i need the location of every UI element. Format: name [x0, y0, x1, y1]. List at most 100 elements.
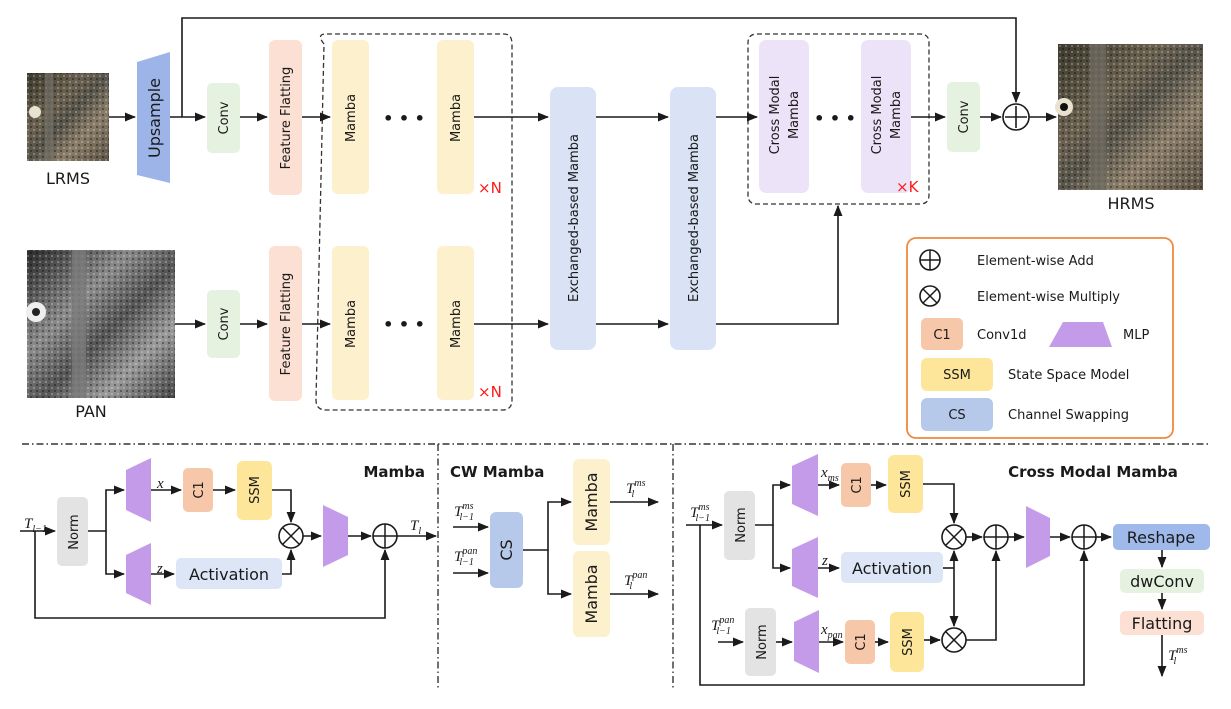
flatting-label: Flatting: [1132, 614, 1193, 633]
reshape-block: [1113, 524, 1210, 550]
mamba-label-ms-1: Mamba: [344, 94, 359, 142]
feature-flatting-label-ms: Feature Flatting: [279, 67, 294, 170]
cross-modal-label-1a: Cross Modal: [768, 76, 783, 155]
activation-label: Activation: [189, 565, 269, 584]
mamba-input-label: Tl−1: [24, 516, 47, 535]
cw-mamba-wires: [453, 497, 660, 599]
mamba-label-pan-1: Mamba: [344, 300, 359, 348]
exchanged-mamba-block-2: [670, 87, 716, 350]
cm-activation: [841, 552, 943, 583]
ssm-label: SSM: [248, 476, 263, 504]
mamba-stack-group: [315, 33, 513, 411]
mlp-icon-x: [126, 458, 151, 522]
exchanged-mamba-label-2: Exchanged-based Mamba: [687, 134, 702, 302]
mlp-icon-z: [126, 543, 151, 605]
feature-flatting-label-pan: Feature Flatting: [279, 273, 294, 376]
conv-block-out: [947, 82, 980, 152]
cm-mlp-icon-out: [1026, 506, 1050, 568]
conv-block-pan: [207, 290, 240, 358]
mamba-label-ms-n: Mamba: [449, 94, 464, 142]
cm-ssm-pan: [890, 612, 924, 672]
legend-badge-c1: [921, 318, 963, 350]
cw-mamba-label-ms: Mamba: [582, 472, 601, 531]
reshape-label: Reshape: [1127, 528, 1196, 547]
cross-modal-stack-group: [747, 33, 930, 205]
add-icon-top: [1002, 103, 1030, 131]
activation-block: [176, 558, 282, 589]
exchanged-mamba-block-1: [550, 87, 596, 350]
cm-c1-pan: [845, 620, 875, 664]
upsample-block: [137, 52, 170, 183]
hrms-label: HRMS: [1107, 194, 1154, 213]
mlp-icon: [1049, 322, 1112, 347]
z-label: z: [156, 561, 163, 577]
conv-block-ms: [207, 83, 240, 153]
c1-block: [183, 468, 213, 512]
cm-x-ms-label: xms: [820, 465, 839, 484]
cross-modal-title: Cross Modal Mamba: [1008, 463, 1178, 481]
legend-label-add: Element-wise Add: [977, 254, 1094, 269]
norm-block: [57, 497, 88, 566]
hrms-image: [1055, 44, 1203, 190]
cross-modal-block-k: [861, 40, 911, 193]
cross-modal-label-1b: Mamba: [787, 91, 802, 139]
pan-label: PAN: [75, 402, 107, 421]
legend: Element-wise Add Element-wise Multiply C…: [906, 237, 1174, 439]
cm-mlp-icon-z: [792, 537, 818, 598]
cw-mamba-label-pan: Mamba: [582, 564, 601, 623]
cm-c1-ms: [841, 463, 871, 507]
mamba-block-ms-n: [437, 40, 474, 194]
lrms-label: LRMS: [46, 169, 90, 188]
legend-badge-cs-text: CS: [948, 408, 965, 423]
lrms-image: [27, 73, 109, 161]
cm-multiply-icon-top: [941, 524, 967, 550]
conv-label-ms: Conv: [217, 101, 232, 134]
x-label: x: [156, 476, 164, 492]
cross-modal-wires: [686, 480, 1167, 686]
mlp-icon-out: [323, 505, 348, 567]
feature-flatting-ms: [269, 40, 302, 195]
cm-add-icon-2: [1071, 524, 1097, 550]
upsample-label: Upsample: [145, 78, 164, 158]
cm-ssm-ms-label: SSM: [899, 470, 914, 498]
ellipsis-pan: • • •: [383, 315, 425, 334]
c1-label: C1: [192, 481, 207, 498]
legend-label-multiply: Element-wise Multiply: [977, 290, 1120, 305]
mamba-detail-wires: [20, 485, 438, 619]
ellipsis-cross: • • •: [814, 109, 856, 128]
cm-ssm-pan-label: SSM: [901, 628, 916, 656]
ssm-block: [237, 461, 272, 520]
legend-label-conv1d: Conv1d: [977, 328, 1027, 343]
cm-z-label: z: [821, 553, 828, 569]
repeat-n-pan: ×N: [478, 383, 502, 401]
multiply-icon-mamba: [278, 523, 304, 549]
legend-badge-ssm: [921, 358, 993, 391]
cross-modal-label-kb: Mamba: [889, 91, 904, 139]
norm-label: Norm: [67, 514, 82, 549]
cs-block: [490, 512, 523, 588]
dwconv-block: [1120, 569, 1204, 593]
add-icon-mamba: [372, 523, 398, 549]
legend-badge-ssm-text: SSM: [943, 368, 971, 383]
cm-activation-label: Activation: [852, 559, 932, 578]
mamba-block-pan-1: [332, 246, 369, 400]
add-icon: [919, 249, 941, 271]
mamba-block-ms-1: [332, 40, 369, 194]
dwconv-label: dwConv: [1130, 572, 1194, 591]
mamba-block-pan-n: [437, 246, 474, 400]
cross-modal-label-ka: Cross Modal: [870, 76, 885, 155]
cross-modal-block-1: [759, 40, 809, 193]
legend-label-cs: Channel Swapping: [1008, 408, 1129, 423]
mamba-output-label: Tl: [410, 518, 421, 537]
cm-norm-pan: [745, 608, 776, 676]
conv-label-pan: Conv: [217, 307, 232, 340]
flatting-block: [1120, 611, 1204, 635]
cm-norm-ms-label: Norm: [734, 507, 749, 542]
cm-ssm-ms: [888, 455, 923, 513]
cm-multiply-icon-bottom: [941, 627, 967, 653]
